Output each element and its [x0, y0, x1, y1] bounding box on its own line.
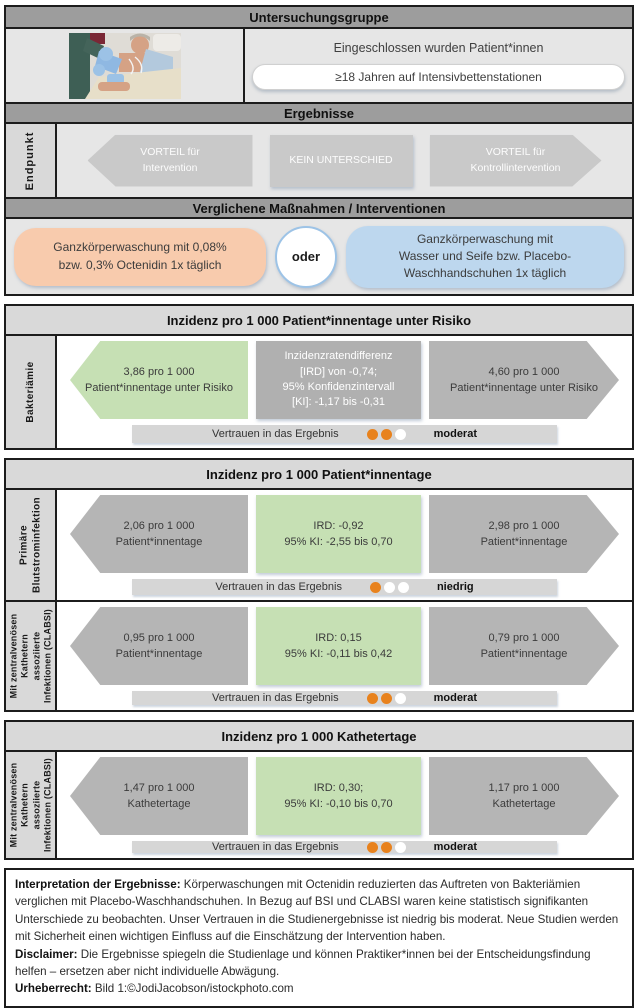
endpoint-label: Endpunkt	[23, 131, 36, 190]
or-connector: oder	[275, 225, 337, 288]
effect-estimate-box: IRD: 0,30; 95% KI: -0,10 bis 0,70	[256, 757, 421, 835]
dot-icon	[383, 581, 395, 593]
confidence-label: Vertrauen in das Ergebnis	[212, 692, 339, 704]
dot-icon	[366, 692, 378, 704]
confidence-label: Vertrauen in das Ergebnis	[212, 428, 339, 440]
outcome-block-catheter-days: Inzidenz pro 1 000 Kathetertage Mit zent…	[4, 720, 634, 860]
row-label: Mit zentralvenösen Kathetern assoziierte…	[8, 758, 52, 852]
intervention-result-arrow: 0,95 pro 1 000 Patient*innentage	[70, 607, 248, 685]
endpoint-legend-row: Endpunkt VORTEIL für Intervention KEIN U…	[6, 124, 632, 197]
section-header: Inzidenz pro 1 000 Kathetertage	[6, 722, 632, 752]
interventions-header: Verglichene Maßnahmen / Interventionen	[6, 197, 632, 219]
section-header: Inzidenz pro 1 000 Patient*innentage unt…	[6, 306, 632, 336]
top-block: Untersuchungsgruppe	[4, 5, 634, 296]
result-shapes: 0,95 pro 1 000 Patient*innentage IRD: 0,…	[70, 607, 619, 685]
intervention-result-arrow: 3,86 pro 1 000 Patient*innentage unter R…	[70, 341, 248, 419]
interpretation-text: Körperwaschungen mit Octenidin reduziert…	[15, 878, 619, 944]
disclaimer-text: Die Ergebnisse spiegeln die Studienlage …	[15, 947, 591, 978]
confidence-dots	[366, 428, 406, 440]
row-content: 3,86 pro 1 000 Patient*innentage unter R…	[57, 336, 632, 448]
control-result-arrow: 4,60 pro 1 000 Patient*innentage unter R…	[429, 341, 619, 419]
outcome-row-bsi: Primäre Blutstrominfektion 2,06 pro 1 00…	[6, 490, 632, 600]
favors-intervention-arrow: VORTEIL für Intervention	[87, 134, 253, 187]
intervention-result-arrow: 1,47 pro 1 000 Kathetertage	[70, 757, 248, 835]
effect-estimate-box: IRD: -0,92 95% KI: -2,55 bis 0,70	[256, 495, 421, 573]
inclusion-cell: Eingeschlossen wurden Patient*innen ≥18 …	[245, 29, 632, 102]
endpoint-label-cell: Endpunkt	[6, 124, 57, 197]
inclusion-text: Eingeschlossen wurden Patient*innen	[333, 41, 544, 55]
inclusion-criteria-pill: ≥18 Jahren auf Intensivbettenstationen	[252, 64, 625, 90]
dot-icon	[369, 581, 381, 593]
dot-icon	[394, 428, 406, 440]
photo-cell	[6, 29, 245, 102]
copyright-text: Bild 1:©JodiJacobson/istockphoto.com	[91, 982, 294, 996]
confidence-dots	[366, 692, 406, 704]
row-label-cell: Bakteriämie	[6, 336, 57, 448]
effect-estimate-box: IRD: 0,15 95% KI: -0,11 bis 0,42	[256, 607, 421, 685]
confidence-bar: Vertrauen in das Ergebnis moderat	[132, 691, 557, 705]
row-label-cell: Primäre Blutstrominfektion	[6, 490, 57, 600]
confidence-rating: moderat	[433, 692, 477, 704]
control-intervention-pill: Ganzkörperwaschung mit Wasser und Seife …	[346, 225, 624, 288]
dot-icon	[397, 581, 409, 593]
confidence-label: Vertrauen in das Ergebnis	[215, 581, 342, 593]
row-content: 2,06 pro 1 000 Patient*innentage IRD: -0…	[57, 490, 632, 600]
patient-bed-bath-photo	[68, 32, 181, 99]
results-header: Ergebnisse	[6, 102, 632, 124]
dot-icon	[366, 841, 378, 853]
copyright-paragraph: Urheberrecht: Bild 1:©JodiJacobson/istoc…	[15, 982, 294, 995]
intervention-result-arrow: 2,06 pro 1 000 Patient*innentage	[70, 495, 248, 573]
effect-estimate-box: Inzidenzratendifferenz [IRD] von -0,74; …	[256, 341, 421, 419]
legend-shapes: VORTEIL für Intervention KEIN UNTERSCHIE…	[57, 124, 632, 197]
interpretation-paragraph: Interpretation der Ergebnisse: Körperwas…	[15, 878, 618, 943]
confidence-rating: moderat	[433, 841, 477, 853]
result-shapes: 2,06 pro 1 000 Patient*innentage IRD: -0…	[70, 495, 619, 573]
row-label-cell: Mit zentralvenösen Kathetern assoziierte…	[6, 602, 57, 710]
outcome-row-clabsi-patient-days: Mit zentralvenösen Kathetern assoziierte…	[6, 600, 632, 710]
study-group-row: Eingeschlossen wurden Patient*innen ≥18 …	[6, 29, 632, 102]
dot-icon	[380, 692, 392, 704]
control-result-arrow: 2,98 pro 1 000 Patient*innentage	[429, 495, 619, 573]
copyright-label: Urheberrecht:	[15, 982, 92, 996]
row-content: 0,95 pro 1 000 Patient*innentage IRD: 0,…	[57, 602, 632, 710]
section-header: Inzidenz pro 1 000 Patient*innentage	[6, 460, 632, 490]
outcome-row-bacteremia: Bakteriämie 3,86 pro 1 000 Patient*innen…	[6, 336, 632, 448]
no-difference-box: KEIN UNTERSCHIED	[269, 134, 413, 187]
dot-icon	[380, 428, 392, 440]
confidence-dots	[369, 581, 409, 593]
dot-icon	[394, 692, 406, 704]
interpretation-label: Interpretation der Ergebnisse:	[15, 878, 181, 891]
confidence-bar: Vertrauen in das Ergebnis moderat	[132, 841, 557, 853]
confidence-dots	[366, 841, 406, 853]
outcome-block-risk-days: Inzidenz pro 1 000 Patient*innentage unt…	[4, 304, 634, 450]
control-result-arrow: 1,17 pro 1 000 Kathetertage	[429, 757, 619, 835]
favors-control-arrow: VORTEIL für Kontrollintervention	[429, 134, 602, 187]
outcome-row-clabsi-catheter-days: Mit zentralvenösen Kathetern assoziierte…	[6, 752, 632, 858]
control-result-arrow: 0,79 pro 1 000 Patient*innentage	[429, 607, 619, 685]
interventions-row: Ganzkörperwaschung mit 0,08% bzw. 0,3% O…	[6, 219, 632, 294]
intervention-pill: Ganzkörperwaschung mit 0,08% bzw. 0,3% O…	[14, 227, 266, 286]
footer-text-block: Interpretation der Ergebnisse: Körperwas…	[4, 868, 634, 1008]
row-label-cell: Mit zentralvenösen Kathetern assoziierte…	[6, 752, 57, 858]
result-shapes: 3,86 pro 1 000 Patient*innentage unter R…	[70, 341, 619, 419]
disclaimer-paragraph: Disclaimer: Die Ergebnisse spiegeln die …	[15, 948, 591, 978]
result-shapes: 1,47 pro 1 000 Kathetertage IRD: 0,30; 9…	[70, 757, 619, 835]
confidence-label: Vertrauen in das Ergebnis	[212, 841, 339, 853]
outcome-block-patient-days: Inzidenz pro 1 000 Patient*innentage Pri…	[4, 458, 634, 712]
confidence-bar: Vertrauen in das Ergebnis moderat	[132, 425, 557, 443]
confidence-rating: niedrig	[436, 581, 474, 593]
disclaimer-label: Disclaimer:	[15, 947, 78, 961]
study-group-header: Untersuchungsgruppe	[6, 7, 632, 29]
dot-icon	[394, 841, 406, 853]
confidence-bar: Vertrauen in das Ergebnis niedrig	[132, 579, 557, 595]
row-content: 1,47 pro 1 000 Kathetertage IRD: 0,30; 9…	[57, 752, 632, 858]
dot-icon	[366, 428, 378, 440]
confidence-rating: moderat	[433, 428, 477, 440]
dot-icon	[380, 841, 392, 853]
